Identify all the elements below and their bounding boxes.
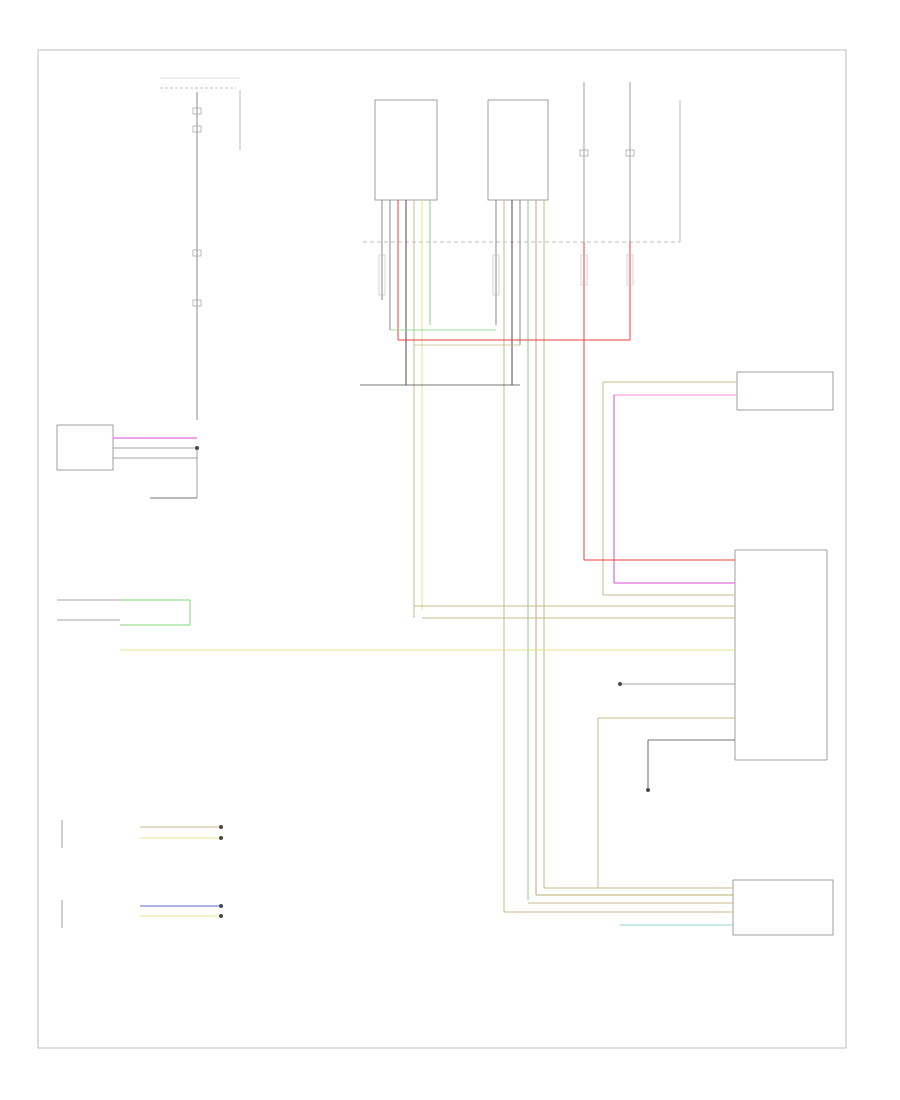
inline-connector-marks [378,254,634,296]
top-center-connectors [363,82,681,243]
center-vertical-wires [381,200,631,912]
right-middle-module [120,549,828,888]
left-lower-connectors [61,820,223,928]
right-upper-component [602,371,834,595]
left-mid-component [57,599,191,626]
diagram-frame [37,49,847,1049]
right-lower-module [504,879,834,936]
left-lamp-component [56,424,199,499]
center-horizontal-wires [360,329,630,386]
left-fuse-block [160,77,241,420]
